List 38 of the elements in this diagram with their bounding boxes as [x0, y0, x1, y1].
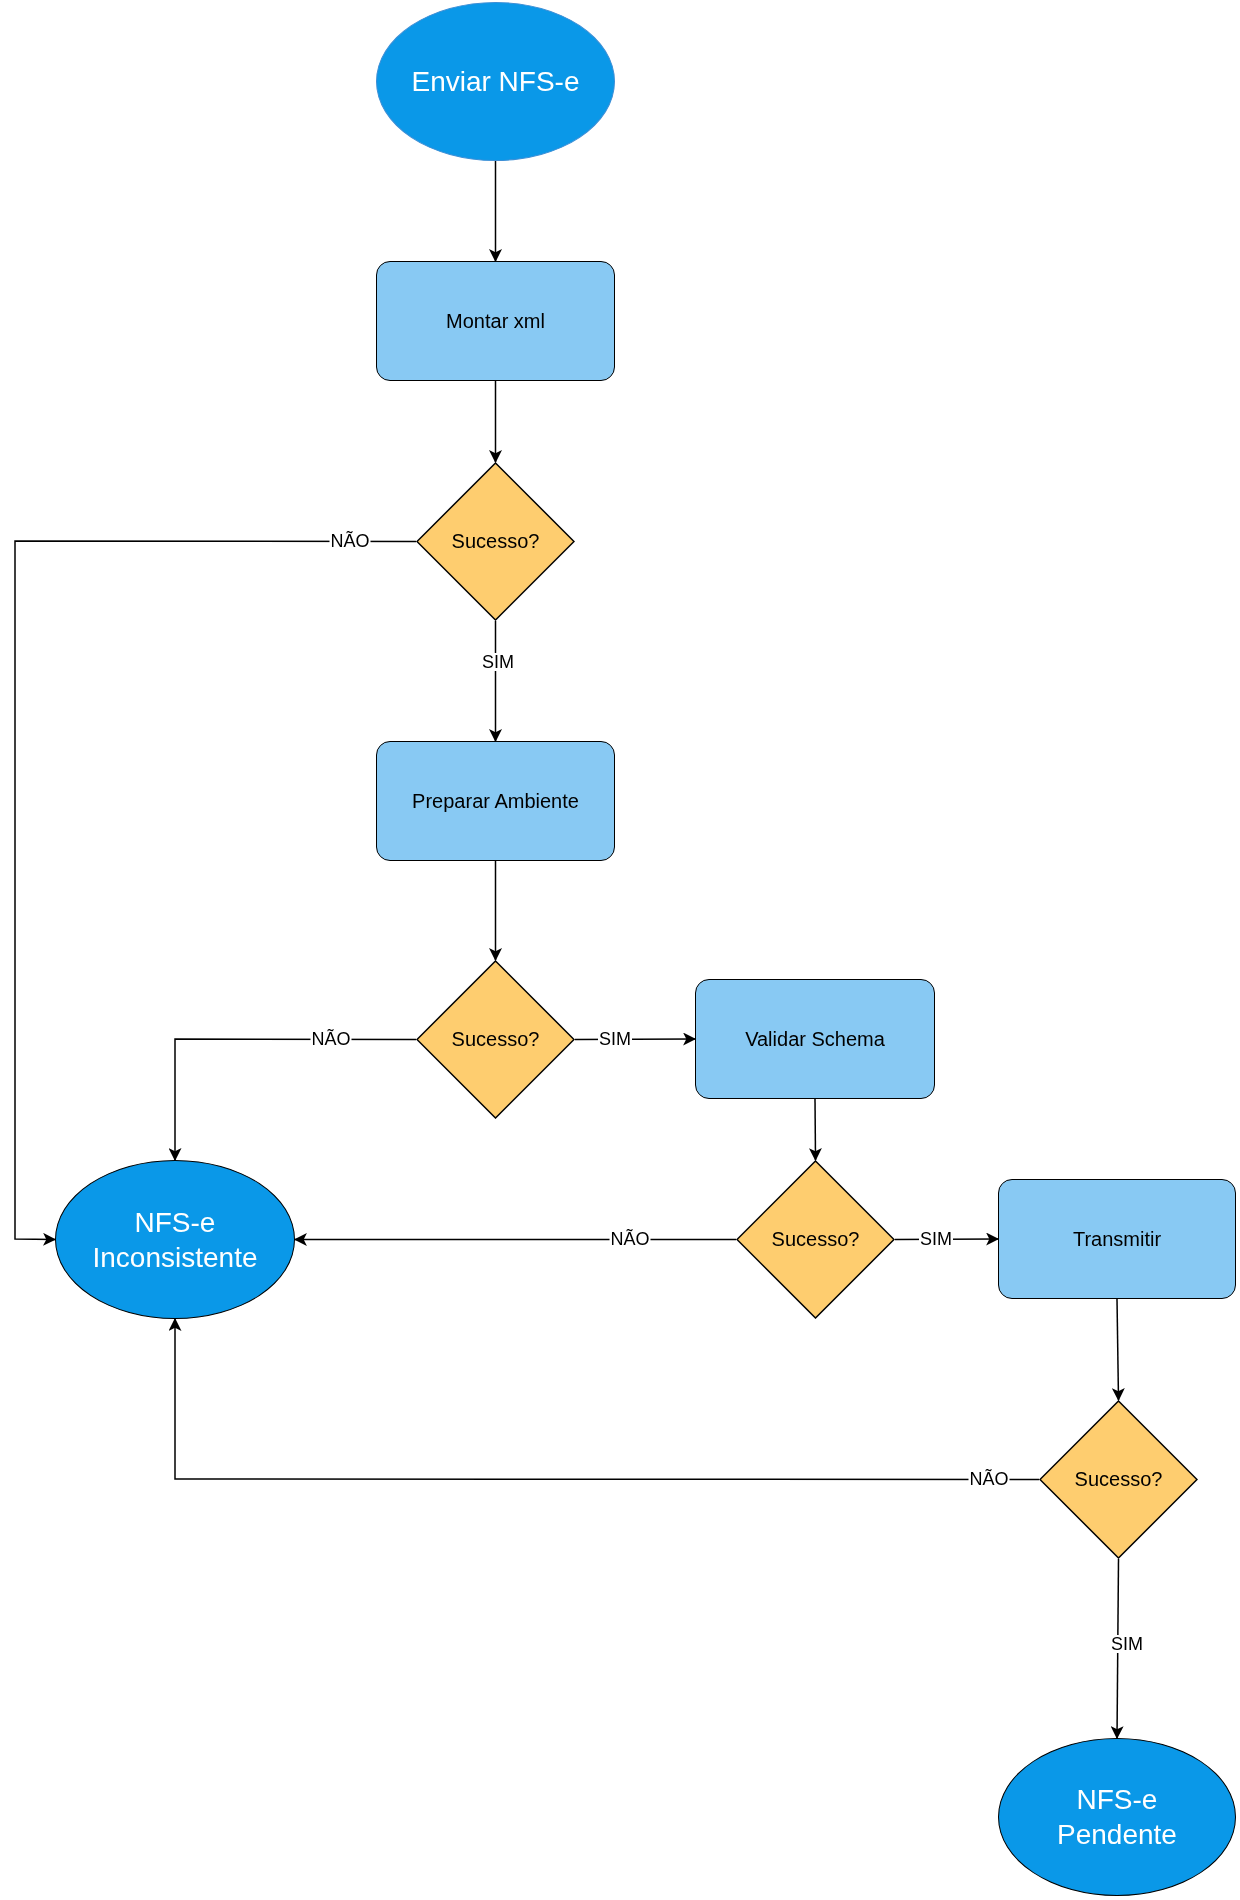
decision-diamond — [1039, 1400, 1198, 1559]
process-box — [376, 261, 615, 381]
node-label: Sucesso? — [451, 529, 540, 554]
edge-label: NÃO — [609, 1230, 651, 1248]
arrow — [489, 860, 502, 962]
edge-label: SIM — [481, 653, 515, 671]
process-box — [695, 979, 935, 1099]
edge-label: NÃO — [310, 1030, 352, 1048]
arrow — [808, 1098, 822, 1162]
node-label: Sucesso? — [451, 1027, 540, 1052]
process-box — [376, 741, 615, 861]
arrow — [1110, 1558, 1124, 1740]
node-label: NFS-e Pendente — [1056, 1783, 1178, 1852]
arrow — [489, 620, 502, 743]
decision-diamond — [736, 1160, 895, 1319]
arrow — [168, 1038, 417, 1162]
edge-label: NÃO — [329, 532, 371, 550]
arrow — [1111, 1298, 1125, 1402]
decision-diamond — [416, 960, 575, 1119]
node-label: Preparar Ambiente — [412, 788, 579, 814]
node-label: Montar xml — [446, 308, 545, 334]
node-label: Transmitir — [1072, 1226, 1162, 1252]
arrow — [489, 160, 502, 263]
arrow — [293, 1233, 737, 1246]
node-label: NFS-e Inconsistente — [91, 1205, 259, 1275]
edge-label: SIM — [919, 1230, 953, 1248]
edge-label: SIM — [1110, 1635, 1144, 1653]
arrow — [489, 380, 502, 464]
arrow — [168, 1317, 1040, 1481]
node-label: Enviar NFS-e — [411, 65, 580, 99]
process-box — [998, 1179, 1236, 1299]
node-label: Sucesso? — [771, 1227, 860, 1252]
edge-label: NÃO — [968, 1470, 1010, 1488]
node-label: Sucesso? — [1074, 1467, 1163, 1492]
edge-label: SIM — [598, 1030, 632, 1048]
node-label: Validar Schema — [745, 1026, 885, 1052]
arrow — [14, 540, 417, 1246]
decision-diamond — [416, 462, 575, 621]
